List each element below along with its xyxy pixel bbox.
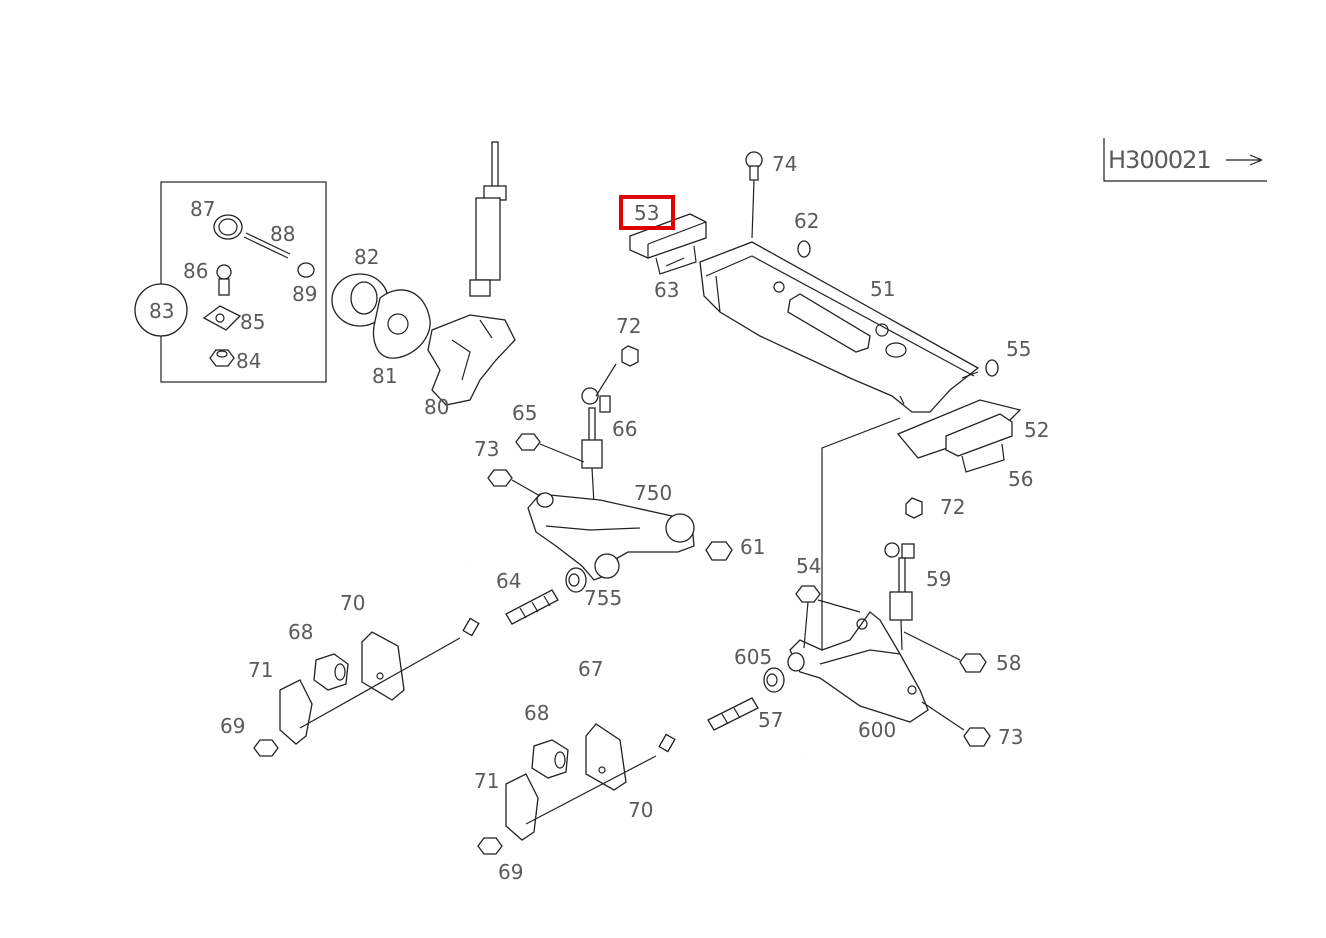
label-62: 62 (794, 209, 819, 233)
nut-58 (903, 631, 987, 673)
label-600: 600 (858, 718, 896, 742)
stabilizer-link-right (884, 497, 923, 651)
label-755: 755 (584, 586, 622, 610)
label-56: 56 (1008, 467, 1033, 491)
washer-62 (797, 240, 811, 258)
label-72-right: 72 (940, 495, 965, 519)
pin (243, 232, 291, 259)
label-52: 52 (1024, 418, 1049, 442)
label-69-right: 69 (498, 860, 523, 884)
label-750: 750 (634, 481, 672, 505)
hub-kit-inset (134, 181, 327, 383)
label-54: 54 (796, 554, 821, 578)
label-80: 80 (424, 395, 449, 419)
label-82: 82 (354, 245, 379, 269)
crossmember (699, 241, 980, 413)
nut-73-left (487, 469, 541, 497)
clamp-set-right (477, 723, 657, 855)
lower-arm-right (787, 611, 929, 723)
label-58: 58 (996, 651, 1021, 675)
leader-line (821, 417, 901, 650)
nut-65 (515, 433, 585, 463)
label-70-right: 70 (628, 798, 653, 822)
label-70-left: 70 (340, 591, 365, 615)
label-64: 64 (496, 569, 521, 593)
label-88: 88 (270, 222, 295, 246)
label-65: 65 (512, 401, 537, 425)
reference-code: H300021 (1108, 146, 1211, 174)
clip-nut (202, 305, 242, 331)
nut-73-right (921, 701, 991, 747)
nut (209, 349, 235, 367)
label-68-right: 68 (524, 701, 549, 725)
label-55: 55 (1006, 337, 1031, 361)
label-61: 61 (740, 535, 765, 559)
label-72-left: 72 (616, 314, 641, 338)
label-71-left: 71 (248, 658, 273, 682)
label-605: 605 (734, 645, 772, 669)
label-57: 57 (758, 708, 783, 732)
label-66: 66 (612, 417, 637, 441)
bushing-605 (763, 667, 785, 693)
label-81: 81 (372, 364, 397, 388)
label-74: 74 (772, 152, 797, 176)
washer-55 (961, 359, 999, 379)
stabilizer-bar (437, 559, 809, 773)
label-73-right: 73 (998, 725, 1023, 749)
label-59: 59 (926, 567, 951, 591)
label-84: 84 (236, 349, 261, 373)
stabilizer-link-left (581, 345, 639, 505)
label-53: 53 (634, 201, 659, 225)
bracket-52 (896, 399, 1022, 473)
nut-61 (705, 541, 733, 561)
bolt-57 (707, 697, 759, 731)
hub-assembly (331, 273, 516, 406)
label-89: 89 (292, 282, 317, 306)
reference-box: H300021 (1103, 138, 1267, 182)
lower-arm-left (527, 492, 695, 581)
label-67: 67 (578, 657, 603, 681)
bolt-64 (505, 589, 559, 625)
label-63: 63 (654, 278, 679, 302)
label-83: 83 (149, 299, 174, 323)
label-69-left: 69 (220, 714, 245, 738)
bolt-74 (745, 151, 763, 239)
label-51: 51 (870, 277, 895, 301)
clamp-set-left (253, 631, 461, 757)
nut-54 (795, 585, 861, 649)
highlight-box (619, 195, 675, 230)
shock-absorber (469, 141, 507, 297)
label-86: 86 (183, 259, 208, 283)
label-68-left: 68 (288, 620, 313, 644)
label-71-right: 71 (474, 769, 499, 793)
bracket-53 (629, 213, 707, 275)
label-85: 85 (240, 310, 265, 334)
bushing-755 (565, 567, 587, 593)
label-87: 87 (190, 197, 215, 221)
label-73-left: 73 (474, 437, 499, 461)
screw (216, 264, 232, 296)
circlip (297, 262, 315, 278)
retaining-ring (213, 214, 243, 240)
